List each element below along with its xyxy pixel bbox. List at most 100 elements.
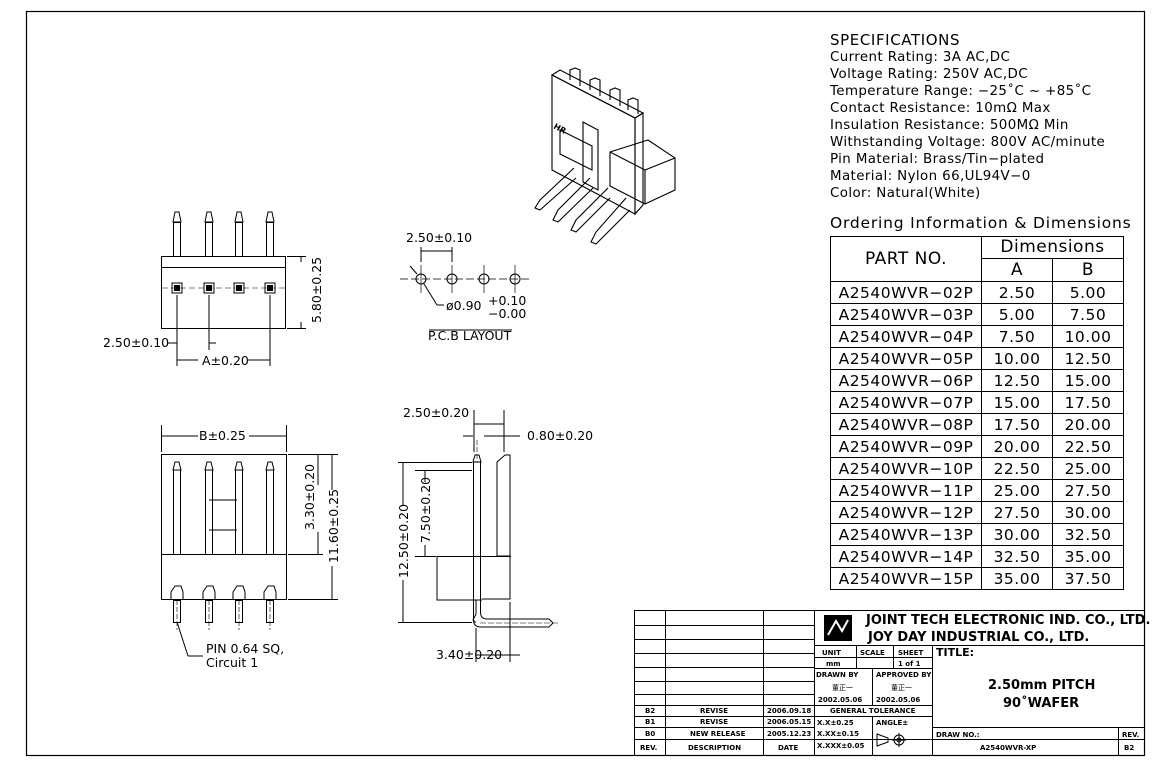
spec-line: Color: Natural(White) (830, 186, 981, 201)
revision-b0-date: 2005.12.23 (767, 730, 811, 738)
dim-top-a: A±0.20 (202, 353, 249, 368)
part-number-cell: A2540WVR−07P (830, 391, 982, 414)
part-number-cell: A2540WVR−03P (830, 303, 982, 326)
rev-label: REV. (1122, 731, 1139, 739)
spec-line: Material: Nylon 66,UL94V−0 (830, 169, 1031, 184)
dim-a-cell: 12.50 (981, 369, 1053, 392)
spec-line: Contact Resistance: 10mΩ Max (830, 101, 1051, 116)
isometric-view (534, 67, 676, 245)
part-number-cell: A2540WVR−06P (830, 369, 982, 392)
part-number-cell: A2540WVR−05P (830, 347, 982, 370)
dim-pcb-pitch: 2.50±0.10 (406, 230, 472, 245)
tolerance-2: X.XX±0.15 (817, 730, 859, 738)
draw-no-label: DRAW NO.: (936, 731, 980, 739)
sheet-value: 1 of 1 (898, 660, 921, 668)
angle-label: ANGLE± (876, 719, 908, 727)
dim-b-cell: 12.50 (1052, 347, 1124, 370)
approved-by-label: APPROVED BY (876, 671, 932, 679)
front-view (161, 425, 338, 657)
projection-symbol-icon (876, 733, 906, 747)
col-a-header: A (981, 257, 1053, 283)
specifications-heading: SPECIFICATIONS (830, 31, 961, 49)
dim-b-cell: 15.00 (1052, 369, 1124, 392)
specifications-block: SPECIFICATIONS Current Rating: 3A AC,DC … (830, 31, 1105, 202)
dim-b-cell: 20.00 (1052, 413, 1124, 436)
spec-line: Voltage Rating: 250V AC,DC (830, 67, 1028, 82)
dim-a-cell: 30.00 (981, 523, 1053, 546)
dim-side-bottom: 3.40±0.20 (436, 647, 502, 662)
scale-label: SCALE (860, 649, 885, 657)
spec-line: Temperature Range: −25˚C ~ +85˚C (830, 84, 1092, 99)
pin-note-2: Circuit 1 (206, 655, 258, 670)
revision-b1-date: 2006.05.15 (767, 718, 811, 726)
dim-front-h2: 11.60±0.25 (326, 489, 341, 563)
dim-a-cell: 25.00 (981, 479, 1053, 502)
part-number-cell: A2540WVR−15P (830, 567, 982, 590)
part-no-header: PART NO. (830, 236, 982, 282)
spec-line: Insulation Resistance: 500MΩ Min (830, 118, 1069, 133)
title-line-2: 90˚WAFER (1003, 695, 1079, 711)
dim-b-cell: 5.00 (1052, 281, 1124, 304)
dim-b-cell: 25.00 (1052, 457, 1124, 480)
spec-line: Pin Material: Brass/Tin−plated (830, 152, 1045, 167)
date-column-header: DATE (778, 744, 798, 752)
drawn-date: 2002.05.06 (818, 696, 862, 704)
revision-b1-desc: REVISE (700, 718, 728, 726)
part-number-cell: A2540WVR−11P (830, 479, 982, 502)
side-view (398, 410, 560, 662)
company-name-1: JOINT TECH ELECTRONIC IND. CO., LTD. (865, 613, 1150, 628)
title-line-1: 2.50mm PITCH (988, 678, 1095, 693)
drawn-by-value: 董正一 (832, 683, 853, 692)
dim-a-cell: 27.50 (981, 501, 1053, 524)
draw-no-value: A2540WVR-XP (980, 744, 1036, 752)
revision-b1-rev: B1 (645, 718, 655, 726)
dim-b-cell: 17.50 (1052, 391, 1124, 414)
dim-b-cell: 35.00 (1052, 545, 1124, 568)
description-column-header: DESCRIPTION (688, 744, 741, 752)
dim-a-cell: 15.00 (981, 391, 1053, 414)
dim-side-pin: 0.80±0.20 (527, 428, 593, 443)
part-number-cell: A2540WVR−12P (830, 501, 982, 524)
dim-b-cell: 10.00 (1052, 325, 1124, 348)
dim-pcb-tol-plus: +0.10 (488, 293, 526, 308)
dim-side-top: 2.50±0.20 (403, 405, 469, 420)
pcb-layout-label: P.C.B LAYOUT (428, 328, 512, 343)
dim-a-cell: 22.50 (981, 457, 1053, 480)
part-number-cell: A2540WVR−14P (830, 545, 982, 568)
dim-side-h1: 12.50±0.20 (396, 504, 411, 578)
dim-top-pitch: 2.50±0.10 (103, 335, 169, 350)
approved-by-value: 董正一 (891, 683, 912, 692)
dim-top-height: 5.80±0.25 (309, 257, 324, 323)
dim-b-cell: 32.50 (1052, 523, 1124, 546)
spec-line: Current Rating: 3A AC,DC (830, 50, 1011, 65)
title-block-grid (634, 610, 1145, 756)
dim-b-cell: 30.00 (1052, 501, 1124, 524)
part-number-cell: A2540WVR−13P (830, 523, 982, 546)
unit-label: UNIT (822, 649, 841, 657)
dim-b-cell: 22.50 (1052, 435, 1124, 458)
tolerance-1: X.X±0.25 (817, 719, 854, 727)
tolerance-label: GENERAL TOLERANCE (830, 707, 916, 715)
company-name-2: JOY DAY INDUSTRIAL CO., LTD. (867, 630, 1089, 645)
dim-a-cell: 32.50 (981, 545, 1053, 568)
unit-value: mm (826, 660, 841, 668)
dim-front-h1: 3.30±0.20 (302, 464, 317, 530)
pcb-layout (400, 247, 530, 331)
dim-pcb-tol-minus: −0.00 (488, 306, 526, 321)
dim-b-cell: 27.50 (1052, 479, 1124, 502)
dim-b-cell: 37.50 (1052, 567, 1124, 590)
dim-a-cell: 35.00 (981, 567, 1053, 590)
dim-a-cell: 10.00 (981, 347, 1053, 370)
dimensions-header: Dimensions (981, 236, 1124, 259)
dim-a-cell: 7.50 (981, 325, 1053, 348)
